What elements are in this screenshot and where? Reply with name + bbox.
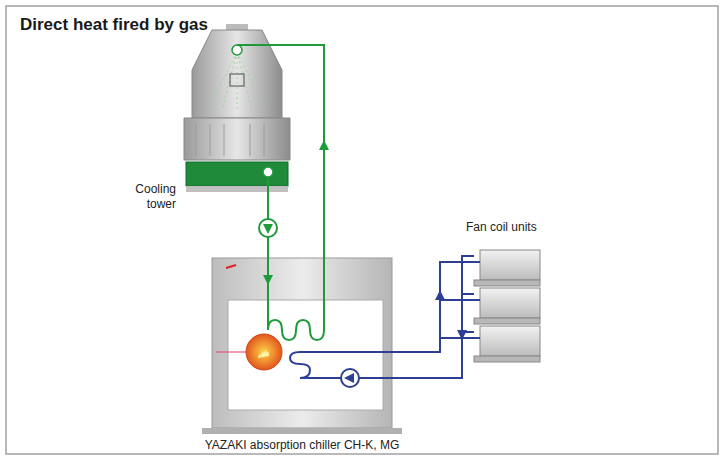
absorption-chiller [202, 258, 402, 434]
cooling-water-pipe [237, 45, 324, 340]
cooling-tower [184, 24, 290, 192]
gas-line [216, 351, 246, 352]
part-label: Fan coil units [466, 220, 576, 235]
chilled-water-pipe [290, 256, 480, 378]
part-label: YAZAKI absorption chiller CH-K, MG [142, 438, 462, 453]
part-label: Cooling tower [118, 182, 176, 212]
burner [246, 334, 282, 370]
fan-coil-units [474, 250, 540, 362]
pump [259, 219, 277, 237]
pump [341, 369, 359, 387]
frame [6, 6, 718, 454]
diagram-title: Direct heat fired by gas [20, 14, 208, 35]
